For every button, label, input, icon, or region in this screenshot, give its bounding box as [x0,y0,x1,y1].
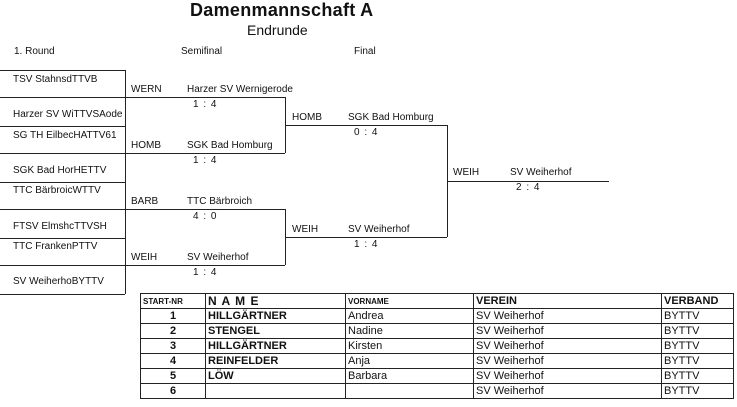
player-first-name: Nadine [345,323,474,339]
start-number: 6 [140,383,206,399]
player-club: SV Weiherhof [473,368,662,384]
bracket-line [125,238,126,294]
match-score: 1 : 4 [193,99,218,110]
player-club: SV Weiherhof [473,338,662,354]
team-entry: FTSV ElmshcTTVSH [13,221,107,232]
page-title: Damenmannschaft A [190,0,374,20]
match-winner: SV Weiherhof [187,252,249,263]
bracket-line [125,126,126,182]
team-entry: SV WeiherhoBYTTV [13,276,104,287]
player-association: BYTTV [661,323,734,339]
bracket-line [125,70,126,126]
team-code: WEIH [131,252,158,263]
table-row: 4 REINFELDER Anja SV Weiherhof BYTTV [140,353,734,369]
bracket-line [0,265,125,266]
player-last-name: STENGEL [205,323,346,339]
bracket-line [125,153,285,154]
match-score: 1 : 4 [193,155,218,166]
start-number: 4 [140,353,206,369]
start-number: 3 [140,338,206,354]
team-entry: SG TH EilbecHATTV61 [13,130,117,141]
player-club: SV Weiherhof [473,353,662,369]
team-code: WEIH [453,167,480,178]
start-number: 1 [140,308,206,324]
player-association: BYTTV [661,308,734,324]
table-row: 6 SV Weiherhof BYTTV [140,383,734,399]
player-club: SV Weiherhof [473,323,662,339]
round-header-semifinal: Semifinal [181,46,223,57]
bracket-line [0,182,125,183]
team-code: BARB [131,196,159,207]
player-club: SV Weiherhof [473,308,662,324]
player-first-name: Kirsten [345,338,474,354]
column-header-club: VEREIN [473,293,662,309]
bracket-line [125,209,285,210]
player-first-name: Andrea [345,308,474,324]
bracket-line [0,238,125,239]
column-header-first-name: VORNAME [345,293,474,309]
column-header-association: VERBAND [661,293,734,309]
player-last-name: HILLGÄRTNER [205,308,346,324]
table-row: 1 HILLGÄRTNER Andrea SV Weiherhof BYTTV [140,308,734,324]
match-score: 0 : 4 [354,127,379,138]
round-header-first: 1. Round [14,46,55,57]
player-association: BYTTV [661,338,734,354]
final-score: 2 : 4 [516,182,541,193]
start-number: 2 [140,323,206,339]
team-code: HOMB [131,140,161,151]
team-code: WERN [131,84,162,95]
table-header-row: START-NR N A M E VORNAME VEREIN VERBAND [140,293,734,309]
team-entry: SGK Bad HorHETTV [13,165,107,176]
bracket-line [0,70,125,71]
bracket-line [0,209,125,210]
player-last-name: HILLGÄRTNER [205,338,346,354]
bracket-line [125,97,285,98]
round-header-final: Final [354,46,376,57]
bracket-line [0,97,125,98]
team-entry: TTC FrankenPTTV [13,241,98,252]
bracket-line [125,265,285,266]
table-row: 5 LÖW Barbara SV Weiherhof BYTTV [140,368,734,384]
final-winner: SV Weiherhof [510,167,572,178]
bracket-line [125,182,126,238]
bracket-line [447,181,609,182]
player-last-name [205,383,346,399]
player-first-name: Anja [345,353,474,369]
page-subtitle: Endrunde [247,22,308,38]
start-number: 5 [140,368,206,384]
bracket-line [285,125,447,126]
match-winner: TTC Bärbroich [187,196,253,207]
match-winner: SGK Bad Homburg [348,112,434,123]
player-first-name: Barbara [345,368,474,384]
table-row: 3 HILLGÄRTNER Kirsten SV Weiherhof BYTTV [140,338,734,354]
match-score: 4 : 0 [193,211,218,222]
bracket-line [285,237,447,238]
player-last-name: LÖW [205,368,346,384]
team-entry: TSV StahnsdTTVB [13,74,98,85]
player-club: SV Weiherhof [473,383,662,399]
player-association: BYTTV [661,353,734,369]
roster-table: START-NR N A M E VORNAME VEREIN VERBAND … [140,293,734,399]
team-code: HOMB [292,112,322,123]
match-winner: SV Weiherhof [348,224,410,235]
team-entry: Harzer SV WiTTVSAode [13,109,123,120]
table-row: 2 STENGEL Nadine SV Weiherhof BYTTV [140,323,734,339]
bracket-line [0,153,125,154]
bracket-line [0,126,125,127]
bracket-line [0,294,125,295]
player-association: BYTTV [661,383,734,399]
player-first-name [345,383,474,399]
match-winner: Harzer SV Wernigerode [187,84,293,95]
column-header-start-nr: START-NR [140,293,206,309]
team-code: WEIH [292,224,319,235]
match-score: 1 : 4 [354,239,379,250]
match-score: 1 : 4 [193,267,218,278]
player-association: BYTTV [661,368,734,384]
match-winner: SGK Bad Homburg [187,140,273,151]
column-header-name: N A M E [205,293,346,309]
team-entry: TTC BärbroicWTTV [13,185,101,196]
player-last-name: REINFELDER [205,353,346,369]
